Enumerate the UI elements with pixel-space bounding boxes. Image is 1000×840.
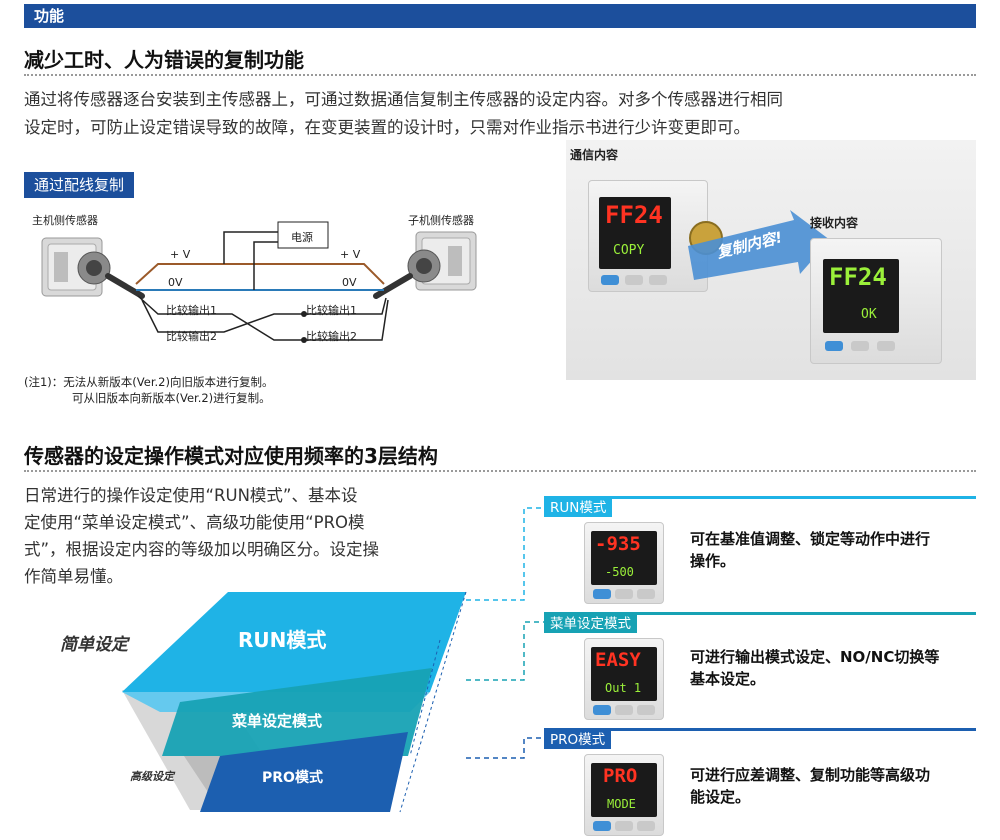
power-label: 电源 (291, 231, 313, 244)
run-layer (122, 592, 466, 692)
footnote-line: (注1)：无法从新版本(Ver.2)向旧版本进行复制。 (24, 375, 274, 389)
description-line: 可在基准值调整、锁定等动作中进行 (690, 530, 931, 548)
paragraph-line: 作简单易懂。 (24, 567, 123, 586)
description-line: 能设定。 (690, 788, 751, 806)
send-content-label: 通信内容 (570, 148, 619, 162)
advanced-setting-label: 高级设定 (130, 770, 174, 783)
mode-menu-label: 菜单设定模式 (544, 615, 637, 633)
pro-description: 可进行应差调整、复制功能等高级功 能设定。 (690, 764, 980, 808)
description-line: 可进行应差调整、复制功能等高级功 (690, 766, 931, 784)
divider (24, 74, 976, 76)
section1-paragraph: 通过将传感器逐台安装到主传感器上，可通过数据通信复制主传感器的设定内容。对多个传… (24, 86, 984, 142)
slave-sensor-icon (407, 231, 477, 291)
mode-pro-panel: PRO模式 PRO MODE 可进行应差调整、复制功能等高级功 能设定。 (544, 728, 976, 836)
simple-setting-label: 简单设定 (60, 635, 128, 655)
mode-run-label: RUN模式 (544, 499, 613, 517)
wiring-copy-tag: 通过配线复制 (24, 172, 135, 198)
pro-layer-label: PRO模式 (262, 770, 323, 786)
power-wire-plus (223, 231, 278, 264)
output2-label-left: 比较输出2 (166, 330, 217, 343)
menu-lcd-bottom: Out 1 (605, 681, 642, 695)
power-box (277, 221, 329, 249)
plus-v-wire (135, 263, 385, 285)
copy-photo: FF24 COPY 通信内容 复制内容! FF24 OK 接收内容 (566, 140, 976, 380)
plus-v-label-left: + V (170, 248, 191, 261)
paragraph-line: 通过将传感器逐台安装到主传感器上，可通过数据通信复制主传感器的设定内容。对多个传… (24, 90, 783, 109)
section2-paragraph: 日常进行的操作设定使用“RUN模式”、基本设 定使用“菜单设定模式”、高级功能使… (24, 482, 494, 590)
footnote: (注1)：无法从新版本(Ver.2)向旧版本进行复制。 可从旧版本向新版本(Ve… (24, 374, 273, 406)
power-wire-zero (253, 241, 278, 290)
menu-lcd-top: EASY (595, 649, 641, 671)
run-lcd-top: -935 (595, 533, 641, 555)
menu-sensor-image: EASY Out 1 (584, 638, 664, 720)
slave-cable (373, 273, 413, 299)
paragraph-line: 设定时，可防止设定错误导致的故障，在变更装置的设计时，只需对作业指示书进行少许变… (24, 118, 750, 137)
master-sensor-icon (41, 237, 111, 297)
section2-title: 传感器的设定操作模式对应使用频率的3层结构 (24, 444, 438, 468)
menu-layer (162, 668, 432, 756)
section1-title: 减少工时、人为错误的复制功能 (24, 48, 304, 72)
menu-layer-label: 菜单设定模式 (232, 712, 323, 730)
layer-diagram (122, 591, 467, 813)
sender-sensor-image: FF24 COPY (588, 180, 723, 292)
output1-wire (137, 295, 304, 341)
menu-description: 可进行输出模式设定、NO/NC切换等 基本设定。 (690, 646, 980, 690)
run-sensor-image: -935 -500 (584, 522, 664, 604)
run-lcd-bottom: -500 (605, 565, 634, 579)
output-wire-a (141, 297, 387, 333)
plus-v-label-right: + V (340, 248, 361, 261)
sender-lcd-bottom: COPY (613, 243, 645, 258)
paragraph-line: 日常进行的操作设定使用“RUN模式”、基本设 (24, 486, 358, 505)
master-sensor-label: 主机侧传感器 (32, 214, 98, 227)
master-cable (105, 273, 145, 299)
description-line: 基本设定。 (690, 670, 766, 688)
copy-arrow-icon (688, 210, 830, 280)
slave-sensor-label: 子机侧传感器 (408, 214, 474, 227)
description-line: 操作。 (690, 552, 736, 570)
paragraph-line: 定使用“菜单设定模式”、高级功能使用“PRO模 (24, 513, 365, 532)
run-layer-label: RUN模式 (238, 628, 327, 652)
receiver-lcd-bottom: OK (861, 307, 877, 322)
paragraph-line: 式”，根据设定内容的等级加以明确区分。设定操 (24, 540, 380, 559)
receiver-sensor-image: FF24 OK (810, 238, 942, 364)
receive-content-label: 接收内容 (810, 216, 859, 230)
mode-pro-label: PRO模式 (544, 731, 612, 749)
mode-connectors (466, 507, 544, 759)
zero-v-label-right: 0V (342, 276, 357, 289)
output-wire-b (304, 299, 389, 341)
divider (24, 470, 976, 472)
pro-sensor-image: PRO MODE (584, 754, 664, 836)
section-header: 功能 (24, 4, 976, 28)
sender-lcd-top: FF24 (605, 201, 663, 229)
output2-label-right: 比较输出2 (306, 330, 357, 343)
footnote-line: 可从旧版本向新版本(Ver.2)进行复制。 (72, 391, 271, 405)
output1-label-left: 比较输出1 (166, 304, 217, 317)
output1-label-right: 比较输出1 (306, 304, 357, 317)
mode-run-panel: RUN模式 -935 -500 可在基准值调整、锁定等动作中进行 操作。 (544, 496, 976, 604)
pro-lcd-bottom: MODE (607, 797, 636, 811)
zero-v-label-left: 0V (168, 276, 183, 289)
pro-lcd-top: PRO (603, 765, 638, 787)
pro-layer (200, 732, 408, 812)
wiring-diagram (41, 221, 477, 343)
receiver-lcd-top: FF24 (829, 263, 887, 291)
description-line: 可进行输出模式设定、NO/NC切换等 (690, 648, 940, 666)
mode-menu-panel: 菜单设定模式 EASY Out 1 可进行输出模式设定、NO/NC切换等 基本设… (544, 612, 976, 720)
run-description: 可在基准值调整、锁定等动作中进行 操作。 (690, 528, 980, 572)
